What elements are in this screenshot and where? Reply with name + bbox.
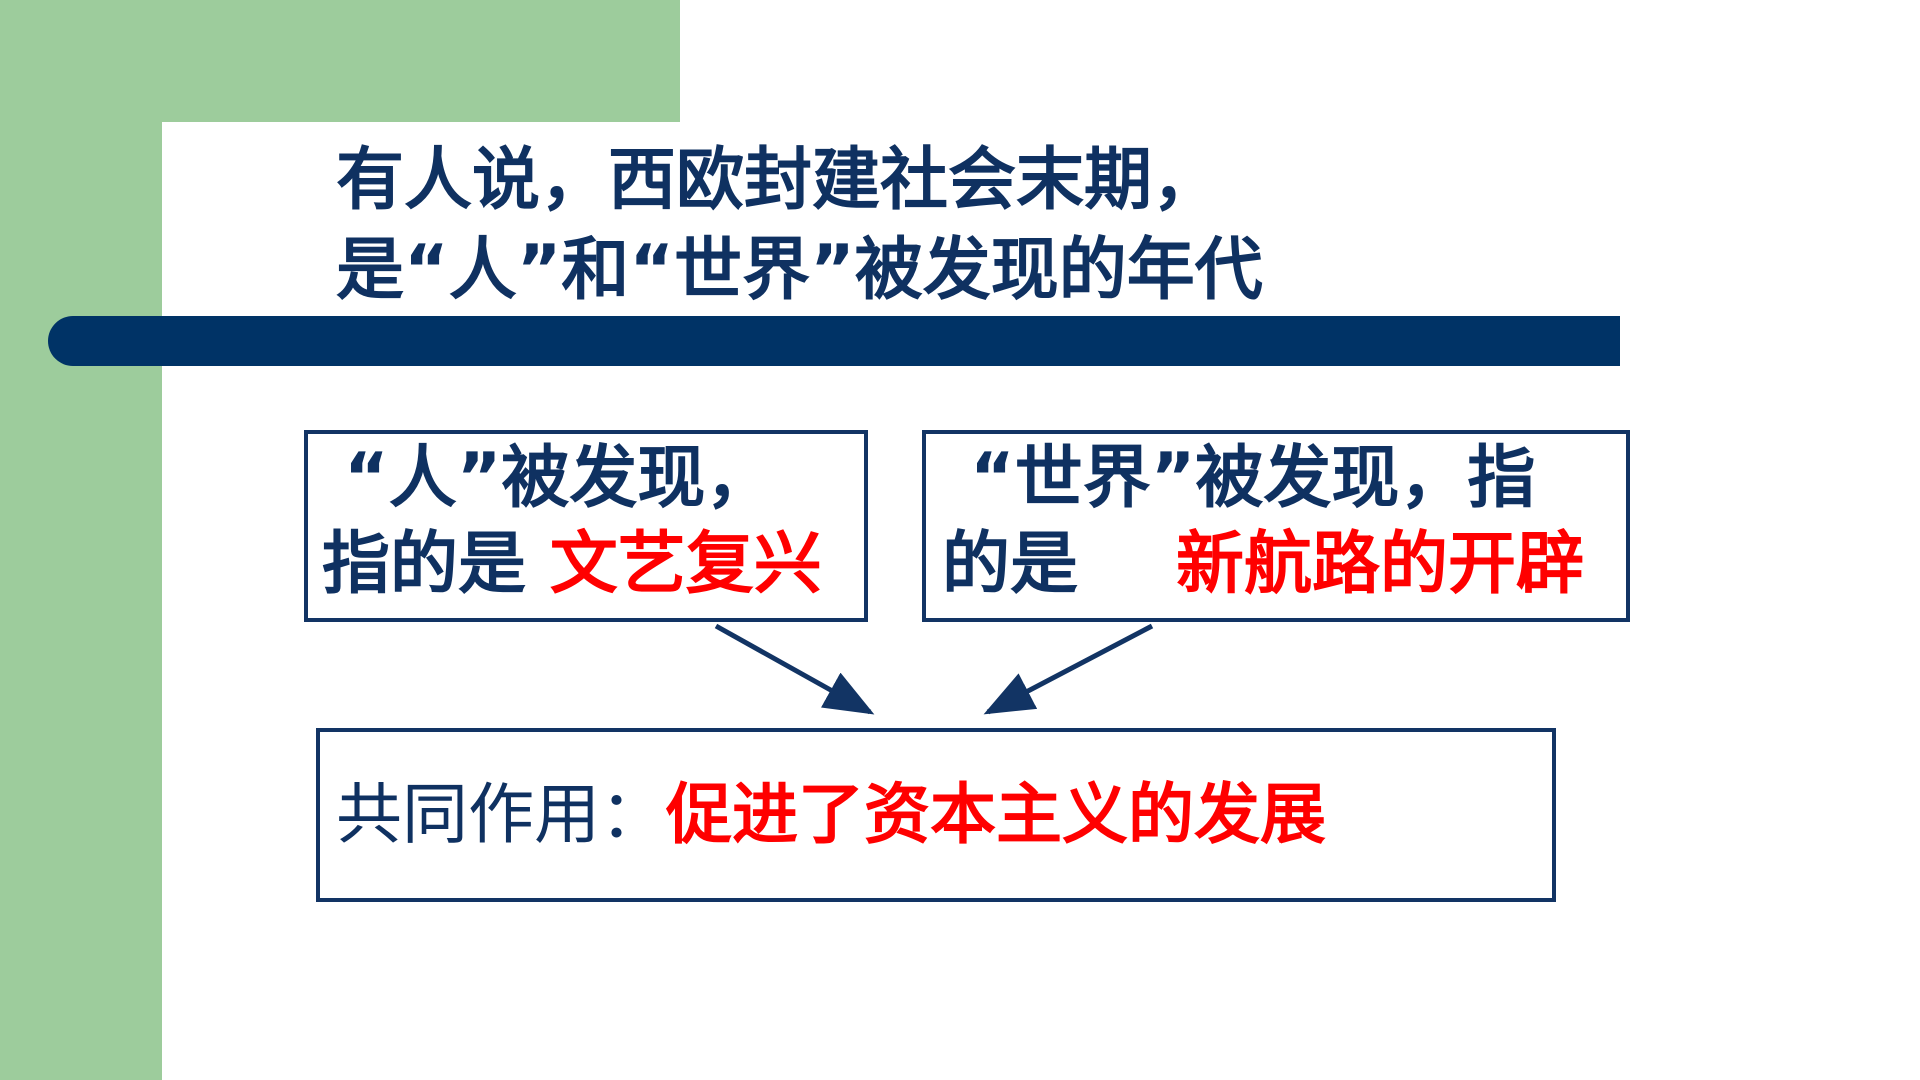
renaissance-box-line-1: “人”被发现， <box>344 439 774 518</box>
new-sea-route-box-line-1: “世界”被发现，指 <box>970 439 1536 518</box>
title-underline-bar <box>48 316 1620 366</box>
combined-effect-text: 共同作用：促进了资本主义的发展 <box>336 770 1326 860</box>
renaissance-box-prefix: 指的是 <box>322 525 550 604</box>
combined-effect-answer: 促进了资本主义的发展 <box>666 776 1326 853</box>
combined-effect-box: 共同作用：促进了资本主义的发展 <box>316 728 1556 902</box>
title-line-1: 有人说，西欧封建社会末期， <box>336 141 1221 220</box>
new-sea-route-box: “世界”被发现，指 的是 新航路的开辟 <box>922 430 1630 622</box>
combined-effect-label: 共同作用： <box>336 776 666 853</box>
renaissance-answer: 文艺复兴 <box>549 525 822 604</box>
renaissance-box: “人”被发现， 指的是 文艺复兴 <box>304 430 868 622</box>
slide-title: 有人说，西欧封建社会末期， 是“人”和“世界”被发现的年代 <box>336 136 1636 316</box>
renaissance-box-line-2: 指的是 文艺复兴 <box>322 520 822 610</box>
title-line-2: 是“人”和“世界”被发现的年代 <box>336 231 1263 310</box>
green-left-decoration <box>0 0 162 1080</box>
new-sea-route-answer: 新航路的开辟 <box>1176 525 1585 604</box>
new-sea-route-box-prefix: 的是 <box>942 525 1079 604</box>
